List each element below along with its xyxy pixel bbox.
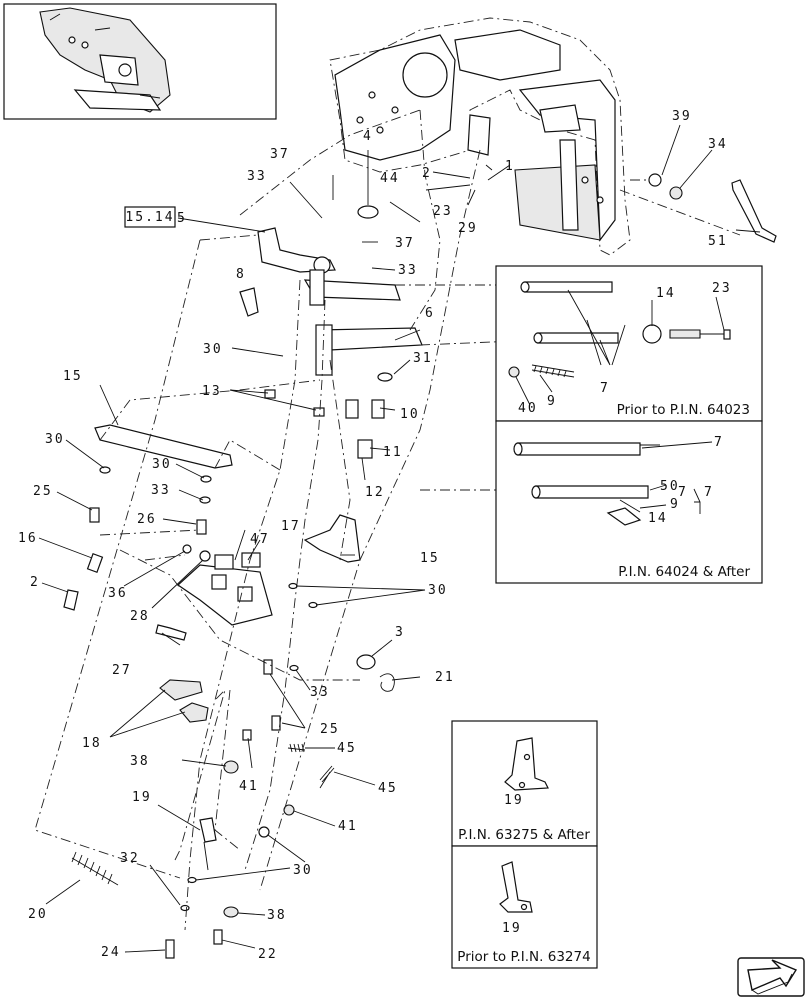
overview-thumbnail <box>3 3 277 120</box>
callout-28: 28 <box>130 609 150 624</box>
callout-41: 41 <box>338 819 358 834</box>
callout-51: 51 <box>708 234 728 249</box>
reference-text[interactable]: 15.14 <box>125 210 174 225</box>
callout-9: 9 <box>670 497 680 512</box>
callout-20: 20 <box>28 907 48 922</box>
callout-23: 23 <box>433 204 453 219</box>
callout-19: 19 <box>132 790 152 805</box>
callout-25: 25 <box>320 722 340 737</box>
callout-18: 18 <box>82 736 102 751</box>
callout-30: 30 <box>203 342 223 357</box>
callout-1: 1 <box>505 159 515 174</box>
callout-47: 47 <box>250 532 270 547</box>
callout-29: 29 <box>458 221 478 236</box>
frame-assembly <box>329 17 631 256</box>
caption-after-63275: P.I.N. 63275 & After <box>458 827 590 843</box>
inset-rod-variants <box>495 265 763 584</box>
callout-25: 25 <box>33 484 53 499</box>
callout-10: 10 <box>400 407 420 422</box>
callout-33: 33 <box>398 263 418 278</box>
callout-33: 33 <box>310 685 330 700</box>
linkage-assembly <box>63 205 423 959</box>
callout-3: 3 <box>395 625 405 640</box>
callout-44: 44 <box>380 171 400 186</box>
callout-19: 19 <box>502 921 522 936</box>
callout-33: 33 <box>247 169 267 184</box>
callout-11: 11 <box>383 445 403 460</box>
callout-45: 45 <box>337 741 357 756</box>
callout-32: 32 <box>120 851 140 866</box>
reference-box[interactable]: 15.14 <box>124 206 176 228</box>
callout-50: 50 <box>660 479 680 494</box>
callout-41: 41 <box>239 779 259 794</box>
callout-17: 17 <box>281 519 301 534</box>
captions: Prior to P.I.N. 64023 P.I.N. 64024 & Aft… <box>457 402 750 965</box>
callout-19: 19 <box>504 793 524 808</box>
callout-26: 26 <box>137 512 157 527</box>
callout-37: 37 <box>270 147 290 162</box>
callout-7: 7 <box>678 485 688 500</box>
callout-14: 14 <box>648 511 668 526</box>
callout-21: 21 <box>435 670 455 685</box>
callout-6: 6 <box>425 306 435 321</box>
callout-15: 15 <box>63 369 83 384</box>
callout-34: 34 <box>708 137 728 152</box>
callout-31: 31 <box>413 351 433 366</box>
callout-15: 15 <box>420 551 440 566</box>
caption-prior-64023: Prior to P.I.N. 64023 <box>617 402 750 418</box>
callout-7: 7 <box>714 435 724 450</box>
callout-14: 14 <box>656 286 676 301</box>
callout-2: 2 <box>422 166 432 181</box>
callout-5: 5 <box>177 211 187 226</box>
caption-prior-63274: Prior to P.I.N. 63274 <box>457 949 590 965</box>
callout-24: 24 <box>101 945 121 960</box>
callout-30: 30 <box>152 457 172 472</box>
callout-4: 4 <box>363 129 373 144</box>
next-page-arrow-icon[interactable] <box>737 957 805 997</box>
inset-part19-variants <box>451 720 598 969</box>
callout-13: 13 <box>202 384 222 399</box>
callout-30: 30 <box>428 583 448 598</box>
callout-2: 2 <box>30 575 40 590</box>
callout-22: 22 <box>258 947 278 962</box>
callout-33: 33 <box>151 483 171 498</box>
callout-12: 12 <box>365 485 385 500</box>
callout-38: 38 <box>267 908 287 923</box>
callout-labels: 5 4 44 37 33 37 33 1 2 23 29 39 34 51 8 … <box>18 109 732 962</box>
callout-37: 37 <box>395 236 415 251</box>
callout-9: 9 <box>547 394 557 409</box>
part-51-rod <box>731 179 777 243</box>
callout-30: 30 <box>293 863 313 878</box>
callout-30: 30 <box>45 432 65 447</box>
callout-7: 7 <box>704 485 714 500</box>
callout-36: 36 <box>108 586 128 601</box>
callout-16: 16 <box>18 531 38 546</box>
callout-7: 7 <box>600 381 610 396</box>
callout-39: 39 <box>672 109 692 124</box>
callout-23: 23 <box>712 281 732 296</box>
callout-45: 45 <box>378 781 398 796</box>
callout-8: 8 <box>236 267 246 282</box>
callout-40: 40 <box>518 401 538 416</box>
callout-38: 38 <box>130 754 150 769</box>
caption-after-64024: P.I.N. 64024 & After <box>618 564 750 580</box>
leader-lines <box>38 124 761 953</box>
callout-27: 27 <box>112 663 132 678</box>
